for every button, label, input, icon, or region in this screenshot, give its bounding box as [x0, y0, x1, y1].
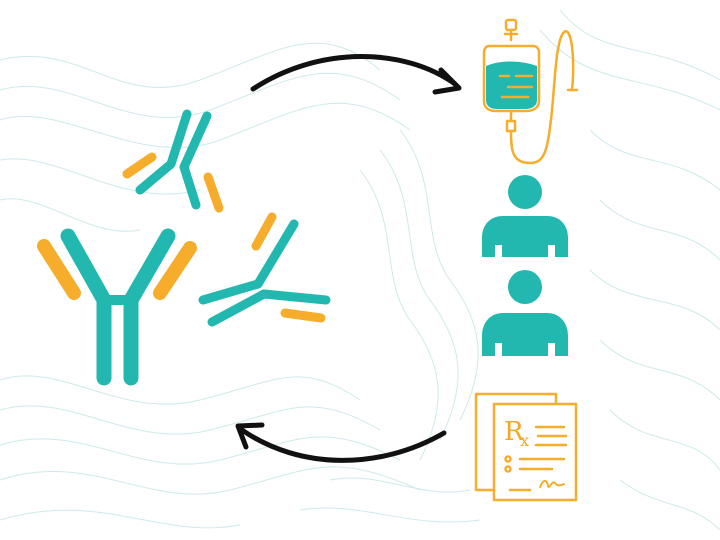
antibody-icons	[37, 109, 331, 386]
small-antibody-icon-top	[122, 109, 224, 213]
rx-subscript: x	[520, 431, 529, 450]
patient-icon-top	[482, 175, 568, 257]
prescription-icon	[474, 392, 578, 502]
rx-symbol: R	[504, 417, 525, 447]
patient-icon-bottom	[482, 270, 568, 356]
arrow-left-icon	[235, 422, 447, 463]
small-antibody-icon-right	[198, 212, 331, 327]
large-antibody-icon	[37, 228, 197, 386]
contour-background	[0, 9, 720, 531]
iv-bag-icon	[482, 18, 579, 165]
arrow-right-icon	[250, 54, 462, 95]
patient-icons	[482, 175, 568, 356]
